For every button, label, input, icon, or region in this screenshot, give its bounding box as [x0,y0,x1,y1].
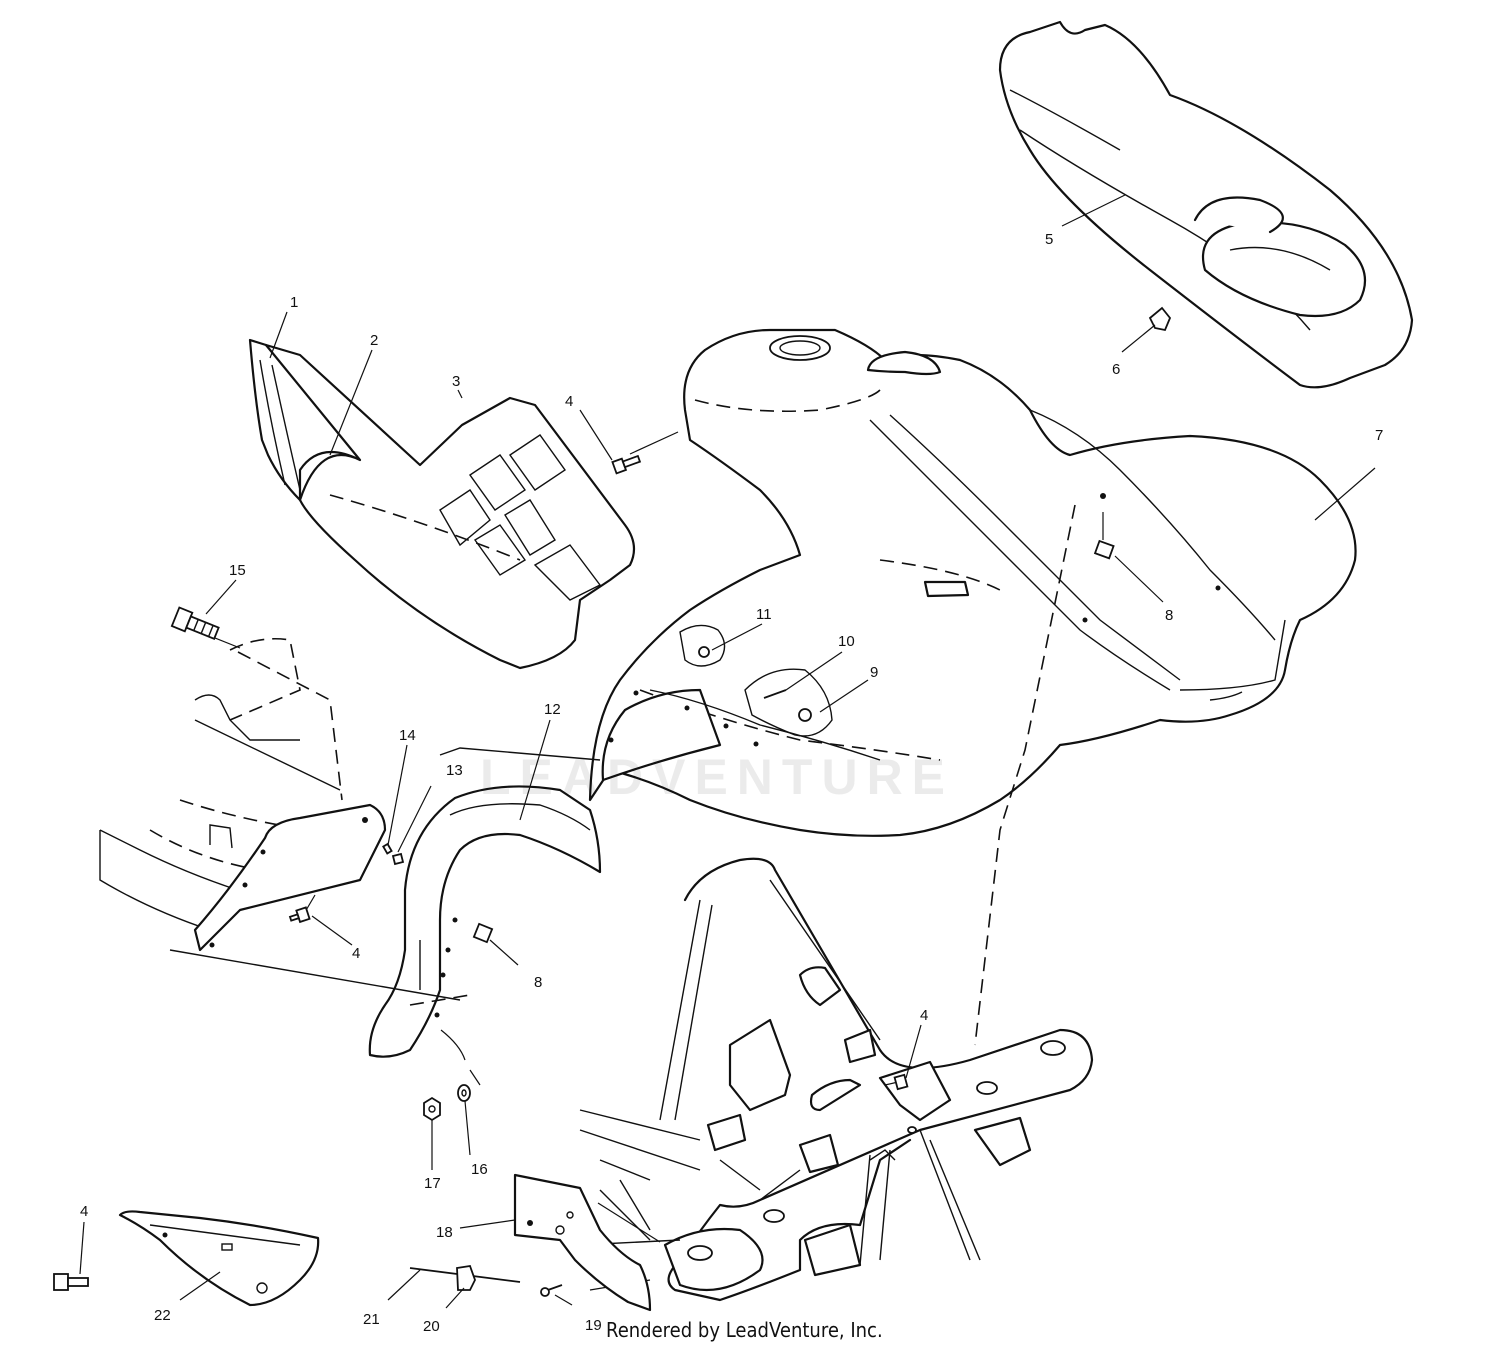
callout-label: 1 [290,294,298,311]
callout-label: 8 [534,974,542,991]
callout-label: 14 [399,727,416,744]
frame-assembly [579,857,1094,1302]
callout-label: 6 [1112,361,1120,378]
cab-body-part[interactable] [588,328,1357,837]
callout-label: 15 [229,562,246,579]
callout-label: 3 [452,373,460,390]
callout-label: 16 [471,1161,488,1178]
callout-label: 12 [544,701,561,718]
callout-label: 19 [585,1317,602,1334]
callout-label: 20 [423,1318,440,1335]
callout-label: 17 [424,1175,441,1192]
callout-label: 4 [352,945,360,962]
mount-hardware-group[interactable] [679,624,833,737]
callout-leaders [79,194,1376,1309]
floor-panel-part[interactable] [264,343,636,670]
front-fender-part[interactable] [368,785,602,1058]
callout-label: 22 [154,1307,171,1324]
callout-label: 11 [756,606,772,623]
hardware-group[interactable] [53,453,909,1297]
callout-label: 8 [1165,607,1173,624]
mount-plate-part[interactable] [513,1173,652,1312]
callout-label: 4 [565,393,573,410]
front-bracket-part[interactable] [193,803,387,952]
callout-label: 18 [436,1224,453,1241]
credit-text: Rendered by LeadVenture, Inc. [606,1318,883,1342]
callout-label: 21 [363,1311,380,1328]
callout-labels: 1 2 3 4 5 6 7 8 9 10 11 12 13 14 15 4 8 … [80,231,1383,1335]
seat-part[interactable] [998,20,1414,389]
callout-label: 4 [80,1203,88,1220]
callout-label: 4 [920,1007,928,1024]
callout-label: 13 [446,762,463,779]
callout-label: 10 [838,633,855,650]
callout-label: 5 [1045,231,1053,248]
nut-plate-part[interactable] [1093,539,1115,560]
shield-plate-part[interactable] [118,1210,320,1307]
callout-label: 7 [1375,427,1383,444]
callout-label: 9 [870,664,878,681]
callout-label: 2 [370,332,378,349]
